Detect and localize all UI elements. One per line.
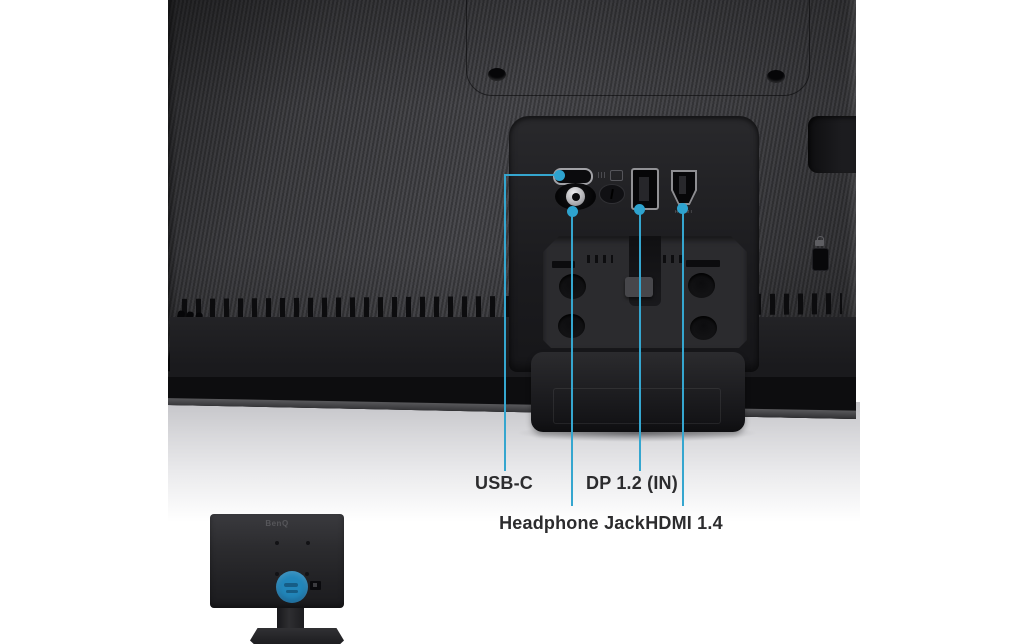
- desk-surface: [168, 402, 860, 522]
- callout-dot-dp: [634, 204, 645, 215]
- port-label-plate-icon: [610, 170, 623, 181]
- headphone-jack-hole: [571, 192, 580, 201]
- benq-logo: BenQ: [265, 519, 289, 528]
- port-label-dashes: [598, 172, 607, 178]
- inset-stand-column: [277, 606, 304, 632]
- mount-hole: [690, 316, 717, 340]
- hdmi-port[interactable]: [671, 170, 697, 205]
- recess-tick-marks: [587, 255, 613, 263]
- io-port-recess: HDMI: [509, 116, 759, 372]
- hdmi-tongue: [679, 176, 686, 194]
- inset-ac-power-port: [310, 581, 321, 590]
- callout-line-dp: [639, 212, 641, 471]
- recess-slot-bar: [686, 260, 720, 267]
- stand-arm-inner-outline: [553, 388, 721, 424]
- headphone-jack-port[interactable]: [555, 183, 596, 210]
- recess-tick-marks: [663, 255, 683, 263]
- callout-line-headphone: [571, 214, 573, 506]
- vesa-screw-hole-right: [767, 70, 785, 83]
- displayport-tongue: [639, 177, 649, 201]
- callout-dot-hdmi: [677, 203, 688, 214]
- inset-vesa-screw: [275, 541, 279, 545]
- stand-mount-recess: [543, 236, 747, 348]
- panel-right-edge-highlight: [847, 0, 856, 419]
- headphone-jack-ring: [566, 187, 585, 206]
- kensington-lock-icon: [815, 236, 825, 247]
- callout-line-usb-c-horizontal: [504, 174, 560, 176]
- service-screw-slot: [599, 184, 625, 204]
- panel-left-edge-shade: [168, 0, 177, 419]
- inset-vesa-screw: [306, 541, 310, 545]
- callout-line-hdmi: [682, 211, 684, 506]
- callout-dot-headphone: [567, 206, 578, 217]
- inset-monitor-rear-panel: BenQ: [210, 514, 344, 608]
- recess-slot-bar: [552, 261, 575, 268]
- stand-arm-mount-block: [531, 352, 745, 432]
- right-edge-notch: [808, 116, 856, 173]
- callout-dot-usb-c: [554, 170, 565, 181]
- label-usb-c: USB-C: [475, 473, 533, 493]
- label-headphone-jack: Headphone Jack: [499, 513, 645, 533]
- inset-stand-base: [250, 628, 344, 644]
- kensington-lock-slot[interactable]: [812, 248, 829, 271]
- displayport-port[interactable]: [631, 168, 659, 210]
- inset-vesa-screw: [305, 572, 309, 576]
- mount-hole: [688, 273, 715, 298]
- inset-port-highlight-circle: [276, 571, 308, 603]
- label-hdmi: HDMI 1.4: [645, 513, 723, 533]
- monitor-back-panel: HDMI: [168, 0, 856, 419]
- callout-line-usb-c: [504, 174, 506, 471]
- vesa-screw-hole-left: [488, 68, 506, 81]
- label-dp: DP 1.2 (IN): [586, 473, 678, 493]
- inset-vesa-screw: [275, 572, 279, 576]
- vesa-plate-outline: [466, 0, 810, 96]
